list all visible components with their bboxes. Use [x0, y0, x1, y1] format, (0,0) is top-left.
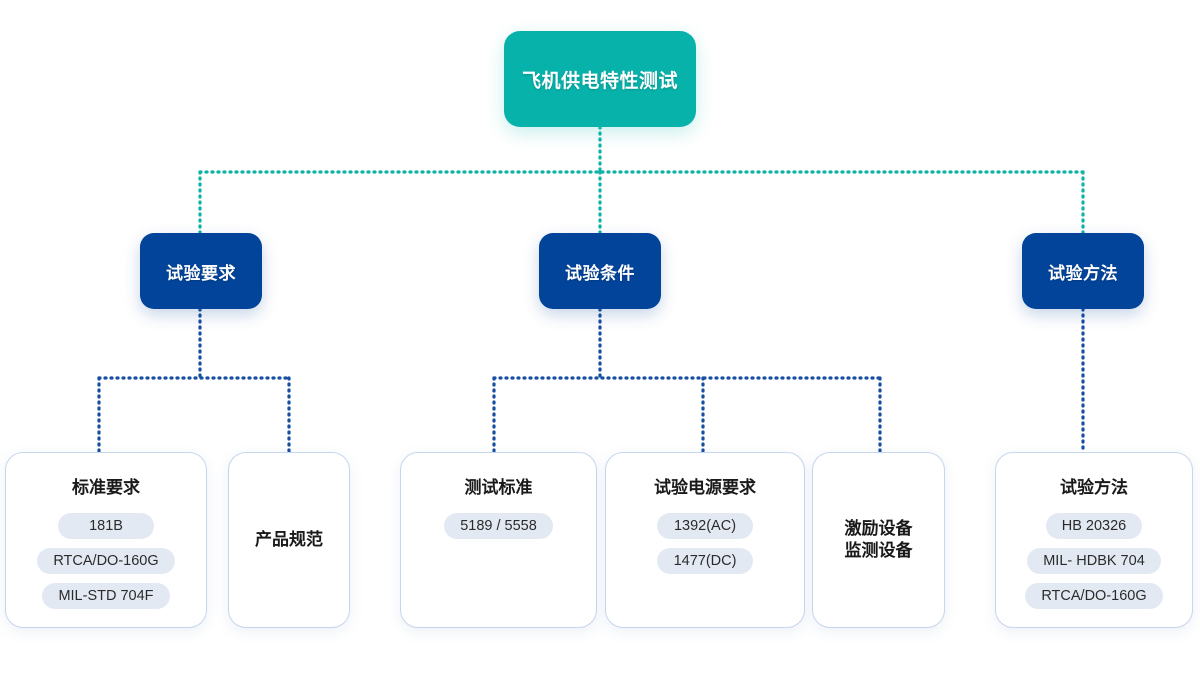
- leaf-card-pill[interactable]: 1392(AC): [657, 513, 753, 540]
- leaf-card-title-line-1: 激励设备: [844, 518, 913, 538]
- branch-node-test-conditions[interactable]: 试验条件: [539, 233, 661, 309]
- branch-node-label: 试验方法: [1048, 263, 1118, 283]
- leaf-card-pill[interactable]: 5189 / 5558: [444, 513, 553, 540]
- leaf-card-title: 测试标准: [464, 478, 533, 497]
- root-node-label: 飞机供电特性测试: [521, 70, 678, 92]
- leaf-card-pill[interactable]: MIL- HDBK 704: [1027, 548, 1161, 575]
- leaf-card-pill[interactable]: RTCA/DO-160G: [37, 548, 175, 575]
- branch-node-test-methods[interactable]: 试验方法: [1022, 233, 1144, 309]
- leaf-card-equipment[interactable]: 激励设备 监测设备: [812, 452, 945, 628]
- leaf-card-test-standard[interactable]: 测试标准 5189 / 5558: [400, 452, 597, 628]
- leaf-card-title: 激励设备 监测设备: [845, 518, 913, 562]
- branch-node-label: 试验条件: [565, 263, 635, 283]
- leaf-card-title: 标准要求: [72, 478, 140, 497]
- leaf-card-title: 试验电源要求: [654, 478, 756, 497]
- leaf-card-test-methods[interactable]: 试验方法 HB 20326 MIL- HDBK 704 RTCA/DO-160G: [995, 452, 1193, 628]
- leaf-card-product-specification[interactable]: 产品规范: [228, 452, 350, 628]
- leaf-card-title: 试验方法: [1060, 478, 1128, 497]
- branch-node-test-requirements[interactable]: 试验要求: [140, 233, 262, 309]
- branch-node-label: 试验要求: [166, 263, 236, 283]
- leaf-card-title: 产品规范: [255, 529, 323, 549]
- leaf-card-pill[interactable]: 181B: [58, 513, 154, 540]
- leaf-card-pill[interactable]: HB 20326: [1045, 513, 1143, 540]
- leaf-card-title-line-2: 监测设备: [844, 541, 913, 560]
- leaf-card-pill[interactable]: RTCA/DO-160G: [1025, 583, 1163, 610]
- root-node[interactable]: 飞机供电特性测试: [504, 31, 696, 127]
- leaf-card-test-power-requirements[interactable]: 试验电源要求 1392(AC) 1477(DC): [605, 452, 805, 628]
- leaf-card-standard-requirements[interactable]: 标准要求 181B RTCA/DO-160G MIL-STD 704F: [5, 452, 207, 628]
- leaf-card-pill[interactable]: MIL-STD 704F: [42, 583, 170, 610]
- leaf-card-pill[interactable]: 1477(DC): [657, 548, 753, 575]
